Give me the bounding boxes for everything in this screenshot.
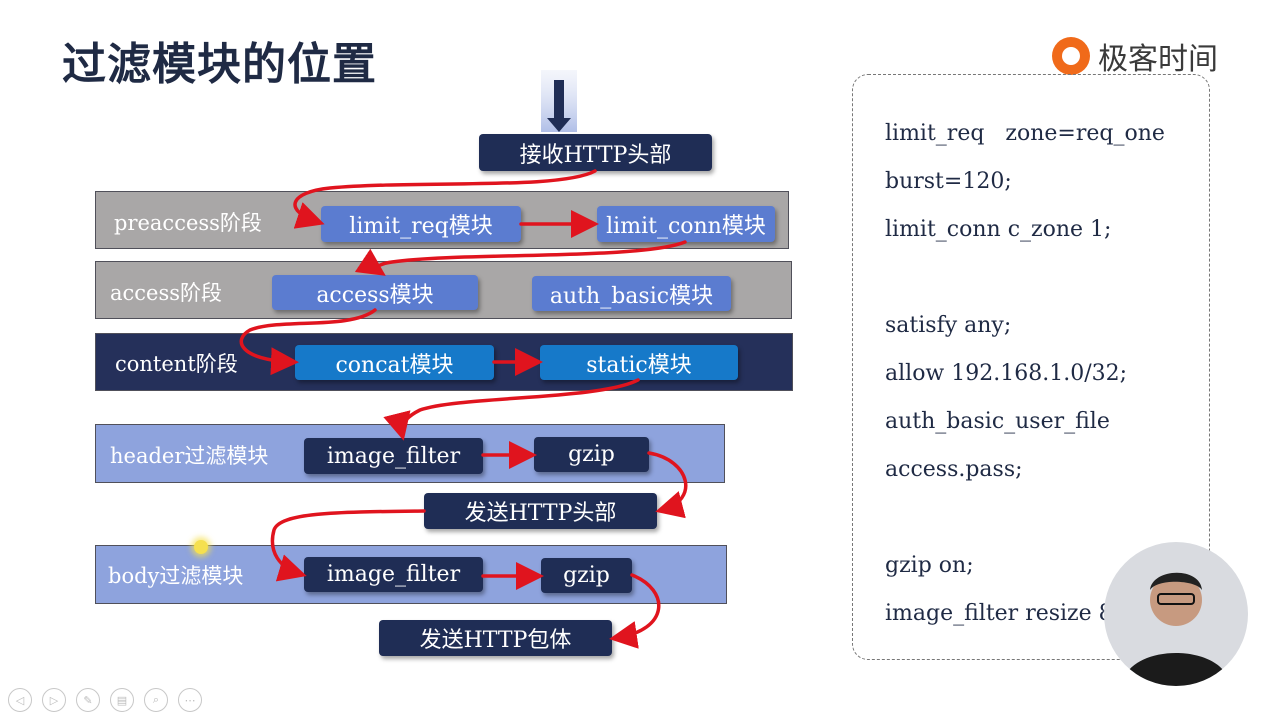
more-icon[interactable]: ⋯	[178, 688, 202, 712]
config-line: allow 192.168.1.0/32;	[885, 361, 1128, 386]
phase-label-body-filter: body过滤模块	[108, 564, 244, 588]
phase-label-content: content阶段	[115, 352, 238, 376]
incoming-arrow-head	[547, 118, 571, 132]
node-body-gzip: gzip	[541, 558, 632, 593]
arrow-access-to-concat	[239, 308, 377, 376]
config-line: satisfy any;	[885, 313, 1012, 338]
slide-title: 过滤模块的位置	[62, 39, 377, 90]
brand-logo-icon	[1052, 37, 1090, 75]
config-line: burst=120;	[885, 169, 1012, 194]
node-auth-basic: auth_basic模块	[532, 276, 731, 311]
config-line: access.pass;	[885, 457, 1023, 482]
arrow-static-to-header-image-filter	[383, 378, 640, 441]
node-send-http-body: 发送HTTP包体	[379, 620, 612, 656]
presenter-video	[1104, 542, 1248, 686]
node-static: static模块	[540, 345, 738, 380]
next-icon[interactable]: ▷	[42, 688, 66, 712]
node-body-image-filter: image_filter	[304, 557, 483, 592]
node-header-gzip: gzip	[534, 437, 649, 472]
node-limit-conn: limit_conn模块	[597, 206, 775, 242]
node-access: access模块	[272, 275, 478, 310]
incoming-arrow-shaft	[554, 80, 564, 120]
brand-logo: 极客时间	[1052, 34, 1218, 78]
node-header-image-filter: image_filter	[304, 438, 483, 474]
arrow-limit-conn-to-access	[354, 240, 687, 276]
phase-label-header-filter: header过滤模块	[110, 444, 269, 468]
pen-icon[interactable]: ✎	[76, 688, 100, 712]
node-limit-req: limit_req模块	[321, 206, 521, 242]
arrow-receive-to-limit-req	[293, 169, 597, 229]
arrow-body-gzip-to-send-body	[609, 573, 661, 649]
prev-icon[interactable]: ◁	[8, 688, 32, 712]
slides-icon[interactable]: ▤	[110, 688, 134, 712]
config-line: limit_req zone=req_one	[885, 121, 1165, 146]
config-line: gzip on;	[885, 553, 974, 578]
zoom-icon[interactable]: ⌕	[144, 688, 168, 712]
brand-name: 极客时间	[1098, 42, 1218, 77]
arrow-header-gzip-to-send-header	[647, 451, 688, 519]
arrow-send-header-to-body-image-filter	[270, 509, 426, 582]
phase-label-preaccess: preaccess阶段	[114, 211, 262, 235]
node-send-http-header: 发送HTTP头部	[424, 493, 657, 529]
node-receive-http-header: 接收HTTP头部	[479, 134, 712, 171]
config-panel	[852, 74, 1210, 660]
pointer-cursor-icon	[194, 540, 208, 554]
slide-toolbar: ◁ ▷ ✎ ▤ ⌕ ⋯	[8, 688, 202, 712]
config-line: image_filter resize 8	[885, 601, 1113, 626]
config-line: auth_basic_user_file	[885, 409, 1110, 434]
phase-label-access: access阶段	[110, 281, 223, 305]
config-line: limit_conn c_zone 1;	[885, 217, 1112, 242]
presenter-avatar-icon	[1122, 572, 1230, 686]
node-concat: concat模块	[295, 345, 494, 380]
